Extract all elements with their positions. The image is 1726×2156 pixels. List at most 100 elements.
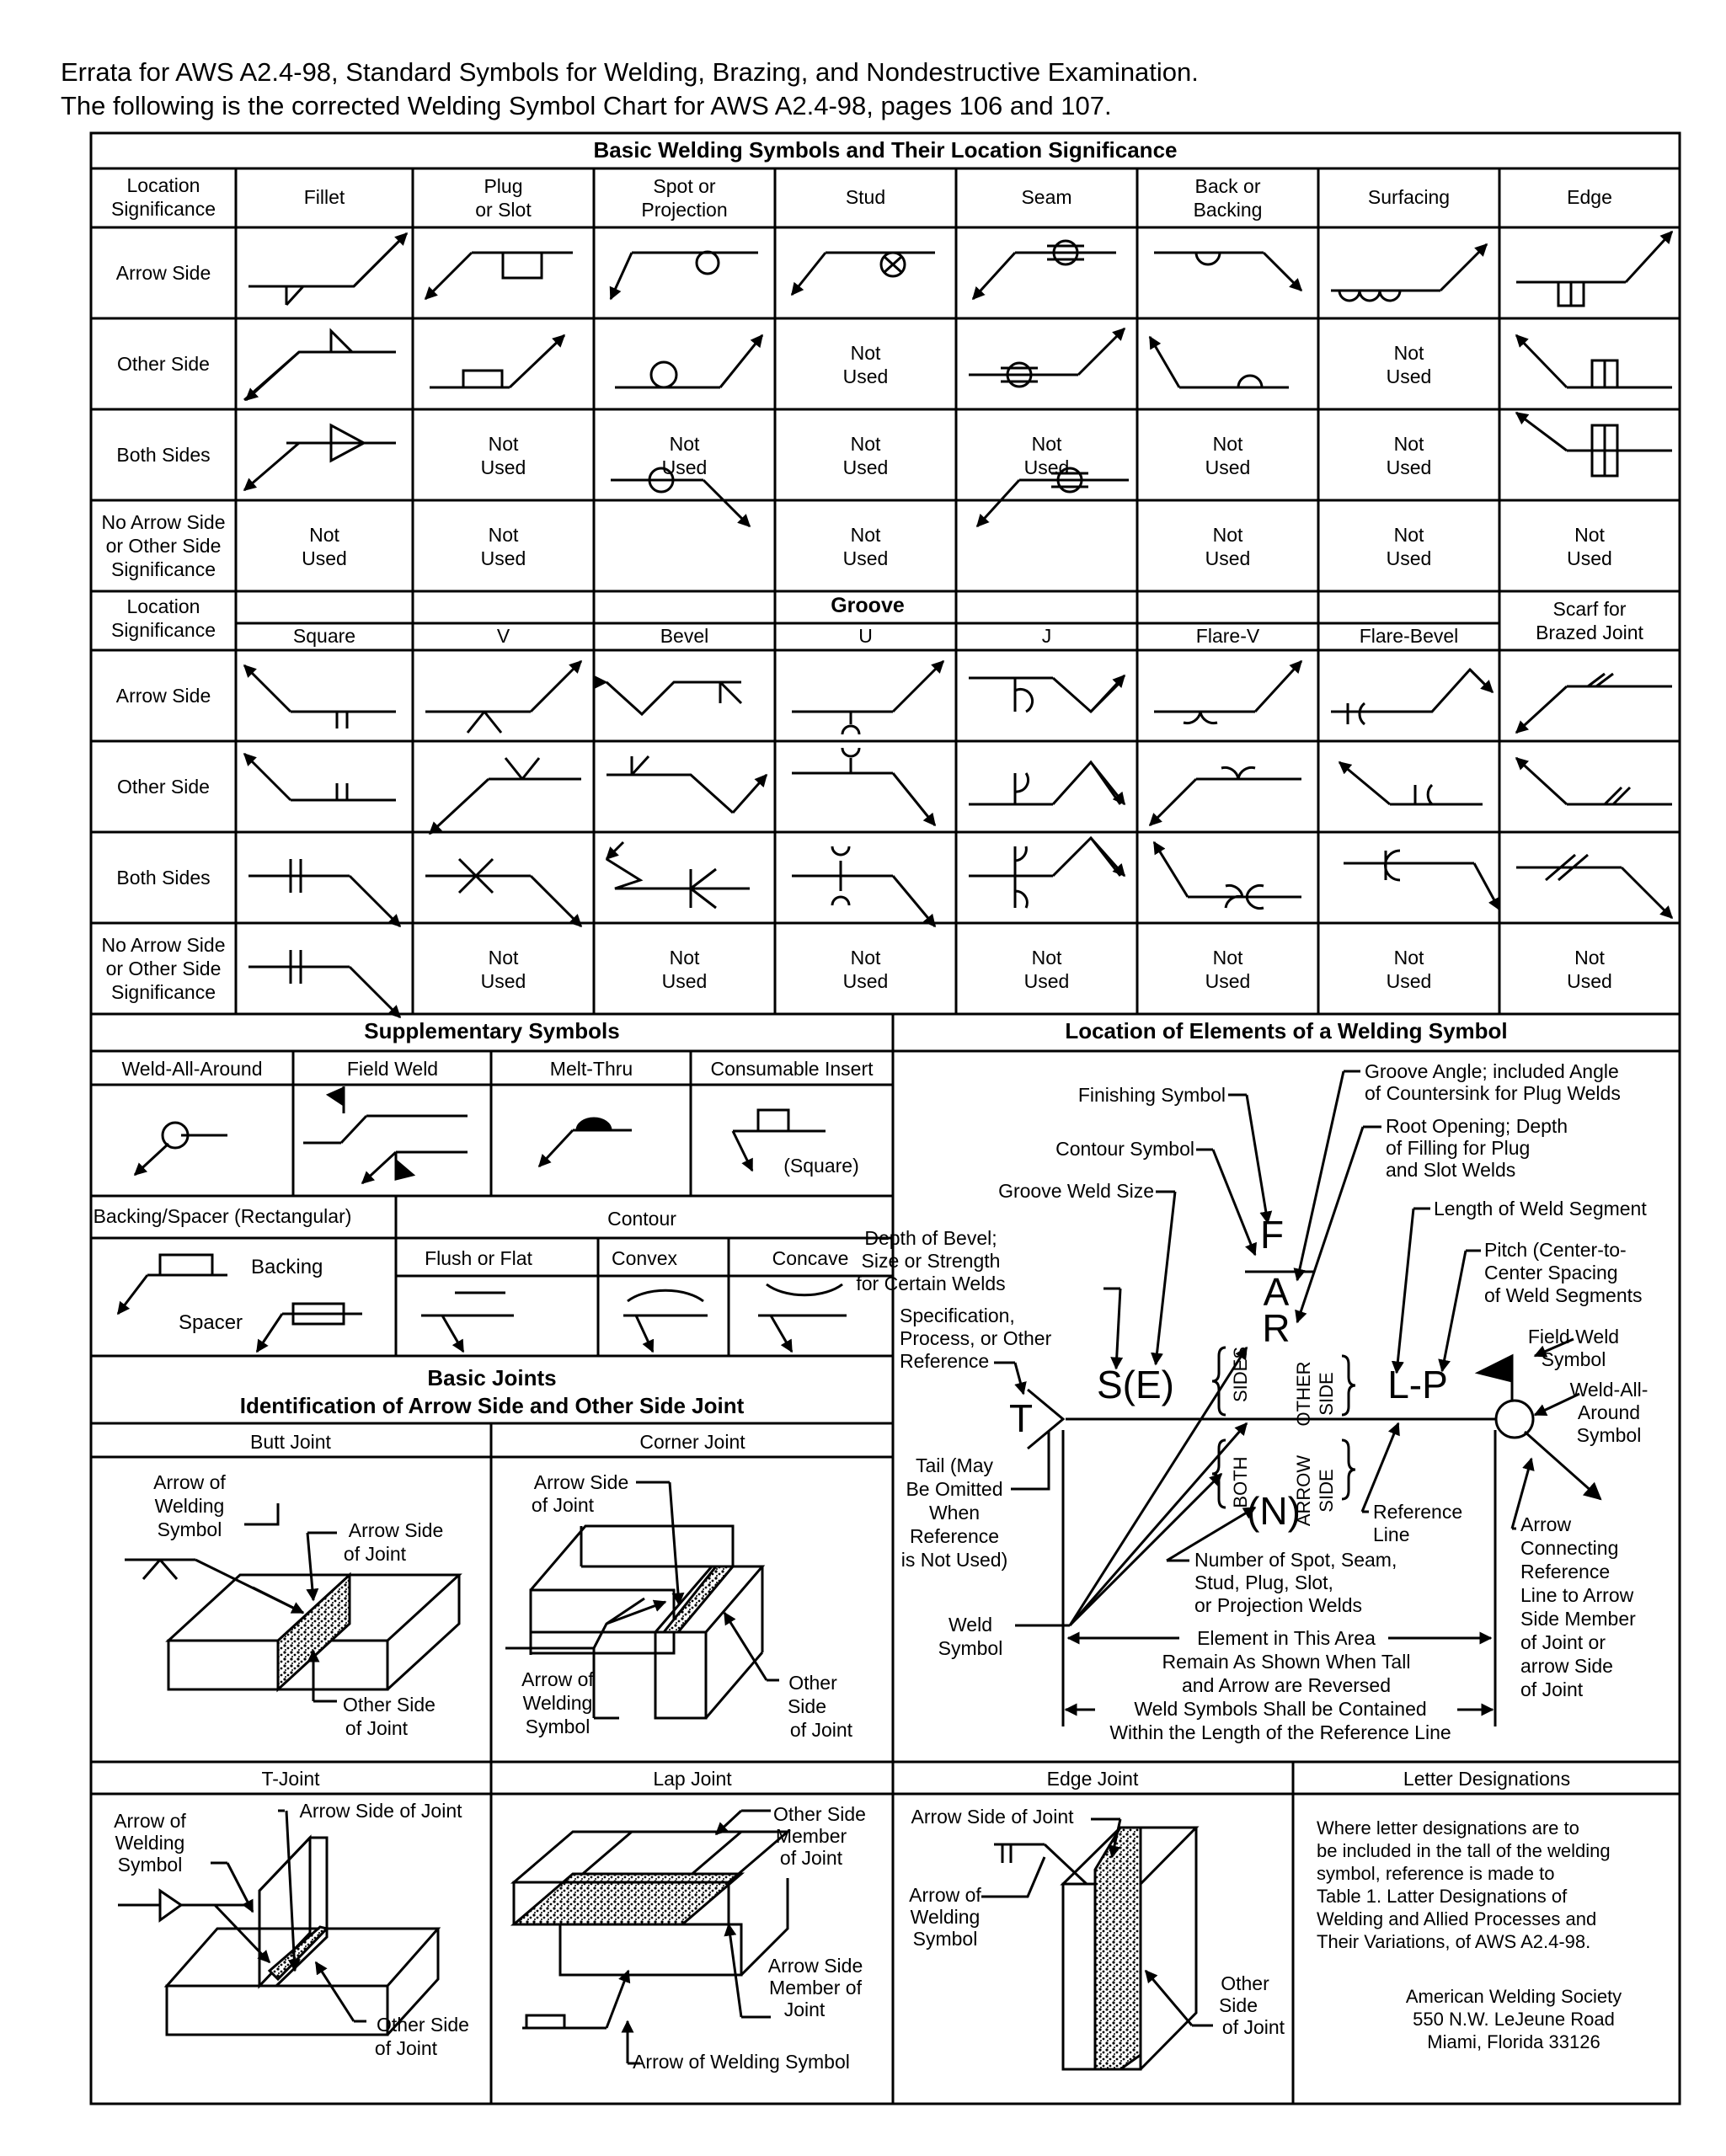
- not-used: Not: [851, 433, 881, 455]
- arrow-line: [1295, 1126, 1365, 1324]
- label: Groove Weld Size: [998, 1180, 1154, 1202]
- label: Symbol: [118, 1854, 183, 1876]
- not-used: Used: [1205, 456, 1251, 478]
- line-art: [606, 857, 750, 890]
- label: F: [1260, 1213, 1284, 1257]
- groove-col-header: J: [1042, 625, 1052, 647]
- line-art: [1051, 835, 1122, 878]
- arrow-line: [1245, 1094, 1273, 1225]
- line-art: [291, 1302, 345, 1326]
- line-art: [244, 1503, 280, 1526]
- groove-col-header: Flare-V: [1196, 625, 1260, 647]
- arrow-line: [1166, 1506, 1257, 1562]
- line-art: [325, 1086, 345, 1107]
- label: L-P: [1387, 1363, 1448, 1406]
- line-art: [158, 1253, 214, 1277]
- label: (N): [1247, 1489, 1301, 1533]
- label: Brazed Joint: [1536, 622, 1643, 643]
- arrow-line: [1533, 1392, 1580, 1417]
- label: Other Side: [773, 1803, 866, 1825]
- line-art: [1051, 760, 1122, 806]
- label: BOTH: [1230, 1456, 1251, 1508]
- label: Weld-All-: [1570, 1379, 1649, 1401]
- line-art: [1013, 846, 1029, 909]
- line-art: [1341, 1354, 1356, 1417]
- arrow-line: [891, 875, 937, 928]
- page-subtitle: The following is the corrected Welding S…: [61, 91, 1112, 120]
- label: Corner Joint: [639, 1431, 745, 1453]
- page-title: Errata for AWS A2.4-98, Standard Symbols…: [61, 57, 1199, 87]
- line-art: [1545, 853, 1576, 882]
- label: Side Member: [1520, 1608, 1636, 1630]
- label: of Joint or: [1520, 1631, 1606, 1653]
- arrow-line: [348, 874, 402, 928]
- label: of Countersink for Plug Welds: [1365, 1082, 1621, 1104]
- label: Be Omitted: [906, 1478, 1002, 1500]
- groove-col-header: Bevel: [660, 625, 709, 647]
- not-used: Used: [843, 366, 889, 387]
- line-art: [1194, 252, 1221, 266]
- label: A: [1264, 1270, 1290, 1314]
- label: Backing: [251, 1256, 323, 1278]
- arrow-line: [1293, 1070, 1345, 1282]
- line-art: [1093, 1826, 1142, 2071]
- arrow-line: [508, 334, 566, 389]
- line-art: [501, 251, 543, 280]
- label: of Joint: [344, 1543, 407, 1565]
- line-art: [1052, 676, 1122, 714]
- line-art: [1013, 678, 1034, 713]
- row-header: Significance: [111, 558, 216, 580]
- label: Tail (May: [916, 1454, 994, 1476]
- arrow-line: [1360, 1422, 1400, 1513]
- arrow-line: [1151, 1191, 1177, 1366]
- label: R: [1262, 1306, 1290, 1350]
- arrow-line: [226, 1862, 254, 1913]
- arrow-line: [714, 1809, 743, 1836]
- arrow-line: [891, 772, 937, 827]
- arrow-line: [724, 1923, 743, 2018]
- arrow-line: [605, 841, 625, 861]
- not-used: Not: [851, 524, 881, 546]
- not-used: Not: [670, 433, 700, 455]
- line-art: [627, 1289, 704, 1303]
- label: Arrow Side of Joint: [299, 1800, 462, 1822]
- line-art: [1611, 786, 1632, 806]
- letters-title: Letter Designations: [1403, 1768, 1570, 1790]
- arrow-line: [719, 334, 764, 388]
- line-art: [1603, 786, 1623, 806]
- line-art: [142, 1559, 162, 1580]
- arrow-line: [537, 1129, 574, 1168]
- row-header: Other Side: [117, 776, 210, 798]
- arrow-line: [361, 1150, 398, 1185]
- label: of Joint: [780, 1847, 843, 1869]
- arrow-line: [1013, 1362, 1027, 1396]
- line-art: [1027, 1388, 1066, 1450]
- arrow-line: [1089, 837, 1126, 878]
- line-art: [831, 846, 851, 857]
- arrow-line: [1148, 335, 1181, 388]
- line-art: [841, 747, 861, 758]
- not-used: Not: [1032, 947, 1062, 969]
- label: Flush or Flat: [425, 1247, 532, 1269]
- label: Weld: [948, 1614, 992, 1636]
- label: Other Side: [377, 2014, 469, 2036]
- row-header: or Other Side: [106, 958, 222, 979]
- line-art: [690, 887, 717, 910]
- label: Arrow of: [909, 1884, 981, 1906]
- not-used: Not: [851, 947, 881, 969]
- letters-address: 550 N.W. LeJeune Road: [1413, 2009, 1615, 2030]
- label: Process, or Other: [900, 1327, 1052, 1349]
- label: Melt-Thru: [550, 1058, 633, 1080]
- col-header-plug: Plug: [484, 175, 522, 197]
- arrow-line: [213, 1903, 271, 1964]
- line-art: [329, 423, 367, 463]
- label: Member: [776, 1825, 847, 1847]
- line-art: [756, 1108, 790, 1133]
- row-header: Other Side: [117, 353, 210, 375]
- not-used: Used: [1567, 547, 1612, 569]
- letters-body: Where letter designations are to: [1317, 1817, 1579, 1838]
- arrow-line: [971, 251, 1017, 301]
- arrow-line: [529, 874, 583, 928]
- line-art: [1338, 290, 1402, 302]
- line-art: [158, 1559, 179, 1580]
